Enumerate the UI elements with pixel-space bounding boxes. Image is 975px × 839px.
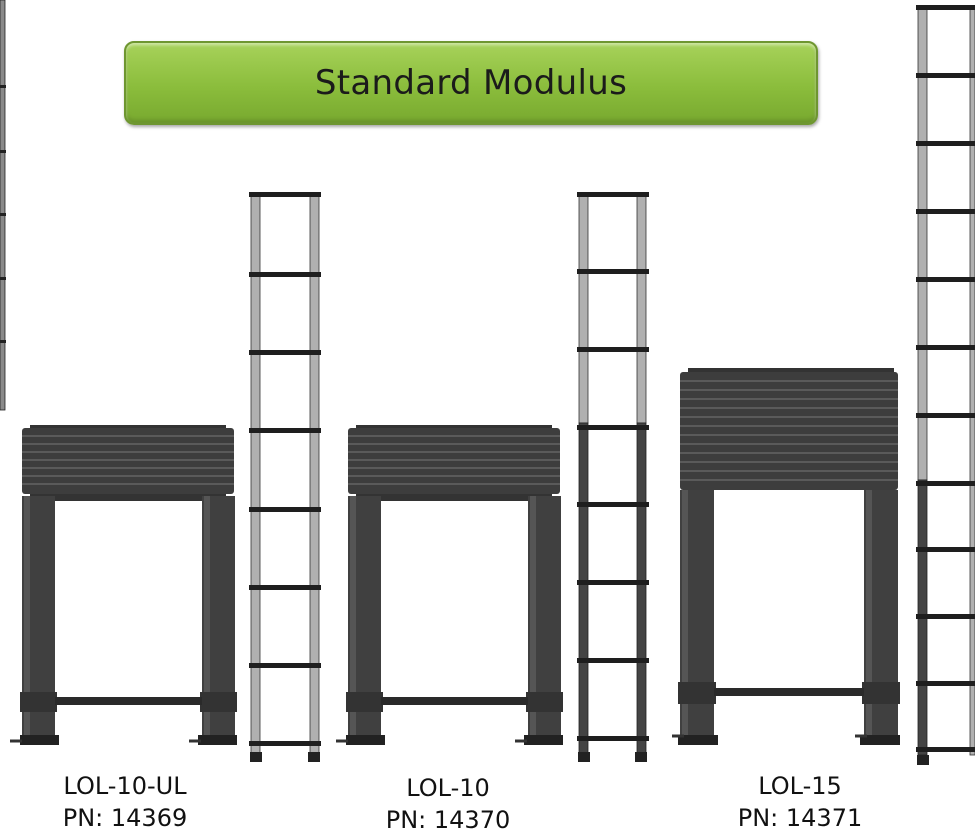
partial-ladder-left-edge — [0, 0, 6, 411]
part-number: PN: 14369 — [62, 804, 188, 832]
model-name: LOL-15 — [758, 772, 842, 800]
model-name: LOL-10 — [406, 774, 490, 802]
ladder-extended-lol-10 — [577, 192, 649, 762]
ladder-collapsed-lol-10-ul — [10, 425, 237, 745]
model-name: LOL-10-UL — [63, 772, 187, 800]
banner-title: Standard Modulus — [314, 63, 628, 103]
product-label-lol-10-ul: LOL-10-UL PN: 14369 — [25, 770, 225, 834]
part-number: PN: 14371 — [737, 804, 863, 832]
ladder-collapsed-lol-10 — [336, 425, 563, 745]
ladder-extended-lol-15 — [916, 5, 975, 765]
product-label-lol-10: LOL-10 PN: 14370 — [348, 772, 548, 836]
title-banner: Standard Modulus — [124, 41, 818, 125]
ladder-extended-lol-10-ul — [249, 192, 321, 762]
ladder-collapsed-lol-15 — [672, 368, 900, 745]
product-label-lol-15: LOL-15 PN: 14371 — [700, 770, 900, 834]
part-number: PN: 14370 — [385, 806, 511, 834]
